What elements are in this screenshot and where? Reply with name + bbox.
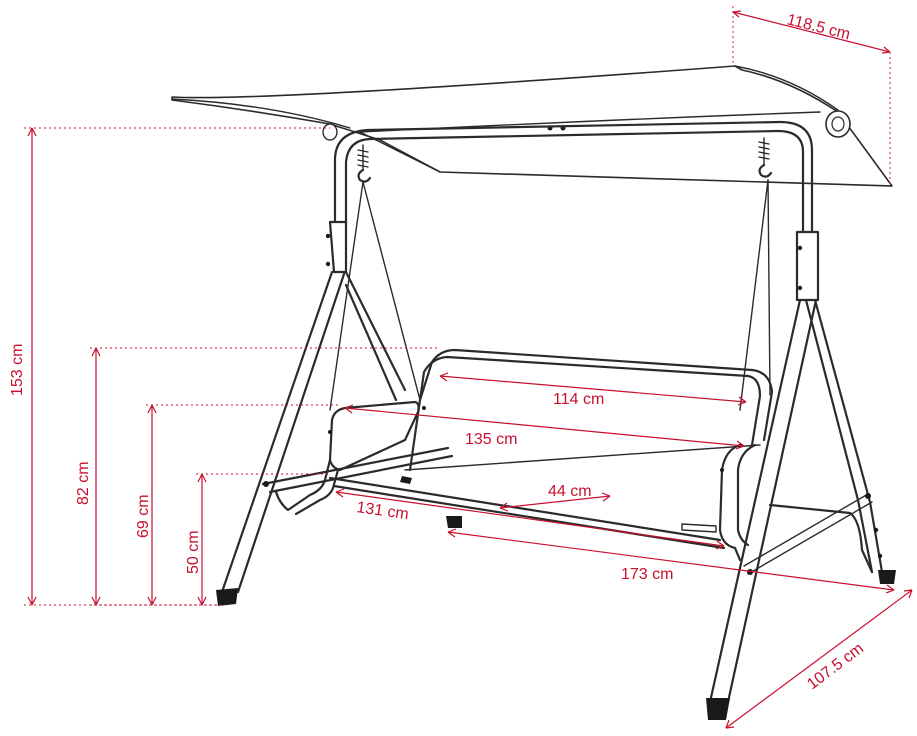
dimension-lines xyxy=(24,6,913,729)
foot-rear-right-icon xyxy=(878,570,896,584)
canopy-pivot-left-icon xyxy=(322,123,338,141)
label-seat-height: 50 cm xyxy=(185,530,202,574)
label-armrest-height: 69 cm xyxy=(135,494,152,538)
label-seat-width-front: 135 cm xyxy=(465,431,517,448)
label-total-height: 153 cm xyxy=(9,344,26,396)
swing-seat xyxy=(274,137,774,562)
spring-hook-left-icon xyxy=(357,144,372,183)
swing-frame xyxy=(216,120,896,720)
label-backrest-width: 114 cm xyxy=(553,391,604,408)
foot-rear-left-icon xyxy=(446,516,462,528)
foot-front-left-icon xyxy=(216,588,238,606)
label-canopy-length: 118.5 cm xyxy=(785,11,852,43)
label-seat-depth: 44 cm xyxy=(548,483,592,500)
label-seat-frame-width: 131 cm xyxy=(355,499,409,523)
label-overall-depth: 107.5 cm xyxy=(804,640,867,693)
spring-hook-right-icon xyxy=(758,137,773,178)
label-overall-length: 173 cm xyxy=(621,566,673,583)
label-backrest-height: 82 cm xyxy=(75,461,92,505)
foot-front-right-icon xyxy=(706,698,730,720)
canopy-pivot-icon xyxy=(825,110,851,138)
